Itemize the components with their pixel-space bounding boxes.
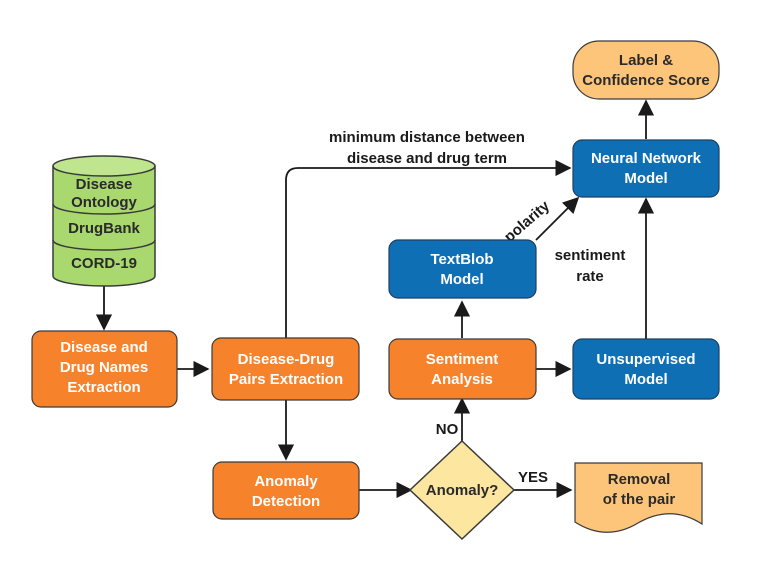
output-terminal bbox=[572, 40, 720, 100]
removal-document-shape bbox=[574, 462, 703, 533]
database-node: Disease Ontology DrugBank CORD-19 bbox=[52, 155, 156, 287]
edge-pairs-to-neural bbox=[285, 159, 572, 338]
neural-network-model-node: Neural Network Model bbox=[572, 139, 720, 198]
min-distance-label-line1: minimum distance between bbox=[329, 129, 525, 146]
output-line2: Confidence Score bbox=[582, 72, 710, 89]
db-divider-1 bbox=[52, 203, 156, 215]
anomaly-detection-box bbox=[212, 461, 360, 520]
edges bbox=[95, 99, 655, 499]
no-label: NO bbox=[436, 421, 459, 438]
disease-drug-names-extraction-node: Disease and Drug Names Extraction bbox=[31, 330, 178, 408]
textblob-model-node: TextBlob Model bbox=[388, 239, 537, 299]
anomaly-detection-node: Anomaly Detection bbox=[212, 461, 360, 520]
removal-line1: Removal bbox=[608, 471, 671, 488]
output-node: Label & Confidence Score bbox=[572, 40, 720, 100]
unsupervised-line2: Model bbox=[624, 371, 667, 388]
names-extraction-box bbox=[31, 330, 178, 408]
db-top bbox=[52, 155, 156, 177]
anomaly-detection-line2: Detection bbox=[252, 493, 320, 510]
min-distance-label-line2: disease and drug term bbox=[347, 150, 507, 167]
removal-node: Removal of the pair bbox=[574, 462, 703, 533]
names-extraction-line3: Extraction bbox=[67, 379, 140, 396]
db-disease-label: Disease bbox=[76, 176, 133, 193]
anomaly-decision-diamond bbox=[408, 439, 516, 541]
polarity-label: polarity bbox=[501, 197, 554, 246]
db-drugbank-label: DrugBank bbox=[68, 220, 140, 237]
anomaly-decision-label: Anomaly? bbox=[426, 482, 499, 499]
unsupervised-line1: Unsupervised bbox=[596, 351, 695, 368]
anomaly-decision-node: Anomaly? bbox=[408, 439, 516, 541]
output-line1: Label & bbox=[619, 52, 673, 69]
db-divider-2 bbox=[52, 239, 156, 251]
edge-textblob-to-neural bbox=[535, 196, 580, 241]
db-body bbox=[52, 166, 156, 287]
sentiment-analysis-node: Sentiment Analysis bbox=[388, 338, 537, 400]
unsupervised-model-node: Unsupervised Model bbox=[572, 338, 720, 400]
sentiment-analysis-box bbox=[388, 338, 537, 400]
sentiment-rate-label-line1: sentiment bbox=[555, 247, 626, 264]
db-cord19-label: CORD-19 bbox=[71, 255, 137, 272]
pairs-extraction-line2: Pairs Extraction bbox=[229, 371, 343, 388]
pairs-extraction-line1: Disease-Drug bbox=[238, 351, 335, 368]
sentiment-rate-label-line2: rate bbox=[576, 268, 604, 285]
neural-network-line2: Model bbox=[624, 170, 667, 187]
names-extraction-line2: Drug Names bbox=[60, 359, 148, 376]
sentiment-analysis-line1: Sentiment bbox=[426, 351, 499, 368]
names-extraction-line1: Disease and bbox=[60, 339, 148, 356]
db-ontology-label: Ontology bbox=[71, 194, 137, 211]
unsupervised-box bbox=[572, 338, 720, 400]
pairs-extraction-box bbox=[211, 337, 360, 401]
pairs-extraction-node: Disease-Drug Pairs Extraction bbox=[211, 337, 360, 401]
textblob-line1: TextBlob bbox=[430, 251, 493, 268]
removal-line2: of the pair bbox=[603, 491, 676, 508]
sentiment-analysis-line2: Analysis bbox=[431, 371, 493, 388]
neural-network-line1: Neural Network bbox=[591, 150, 702, 167]
textblob-line2: Model bbox=[440, 271, 483, 288]
textblob-box bbox=[388, 239, 537, 299]
neural-network-box bbox=[572, 139, 720, 198]
anomaly-detection-line1: Anomaly bbox=[254, 473, 318, 490]
yes-label: YES bbox=[518, 469, 548, 486]
